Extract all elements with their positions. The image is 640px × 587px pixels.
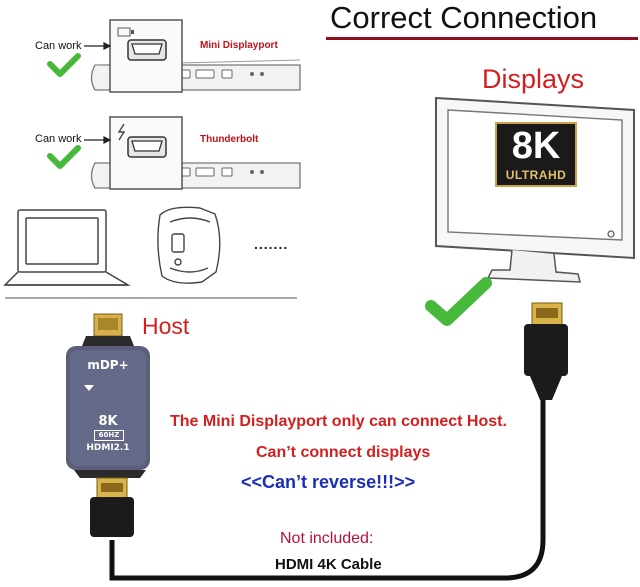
adapter-hz-label: 60HZ — [94, 430, 124, 441]
hdmi-cable — [109, 394, 546, 581]
displays-label: Displays — [482, 64, 585, 94]
adapter-8k-label: 8K — [98, 414, 118, 429]
cable-name-label: HDMI 4K Cable — [275, 556, 382, 573]
laptop-side-image-2 — [90, 116, 301, 190]
adapter-image — [66, 313, 150, 478]
device-icon — [157, 206, 221, 284]
laptop-side-image-1 — [90, 19, 301, 93]
can-work-label-1: Can work — [35, 40, 82, 52]
laptop-icon — [3, 209, 131, 286]
check-icon — [47, 53, 81, 77]
host-label: Host — [142, 313, 190, 339]
badge-8k-text: 8K — [511, 125, 561, 167]
adapter-hdmi-label: HDMI2.1 — [86, 443, 130, 453]
port-name-thunderbolt: Thunderbolt — [200, 134, 259, 145]
not-included-label: Not included: — [280, 530, 374, 547]
ellipsis-more-devices: ....... — [254, 236, 289, 252]
message-no-displays: Can’t connect displays — [256, 444, 431, 461]
title-underline — [326, 37, 638, 40]
arrow-icon — [84, 42, 112, 144]
page-title: Correct Connection — [330, 0, 598, 35]
badge-ultrahd-text: ULTRAHD — [505, 168, 567, 182]
port-name-mini-displayport: Mini Displayport — [200, 40, 278, 51]
can-work-label-2: Can work — [35, 133, 82, 145]
hdmi-plug-left — [90, 477, 134, 537]
big-check-icon — [425, 277, 492, 326]
check-icon — [47, 145, 81, 169]
message-cant-reverse: <<Can’t reverse!!!>> — [241, 472, 416, 492]
adapter-mdp-label: mDP+ — [87, 358, 129, 372]
message-host-only: The Mini Displayport only can connect Ho… — [170, 413, 507, 430]
8k-ultrahd-badge — [495, 122, 577, 187]
hdmi-plug-right — [524, 302, 568, 400]
